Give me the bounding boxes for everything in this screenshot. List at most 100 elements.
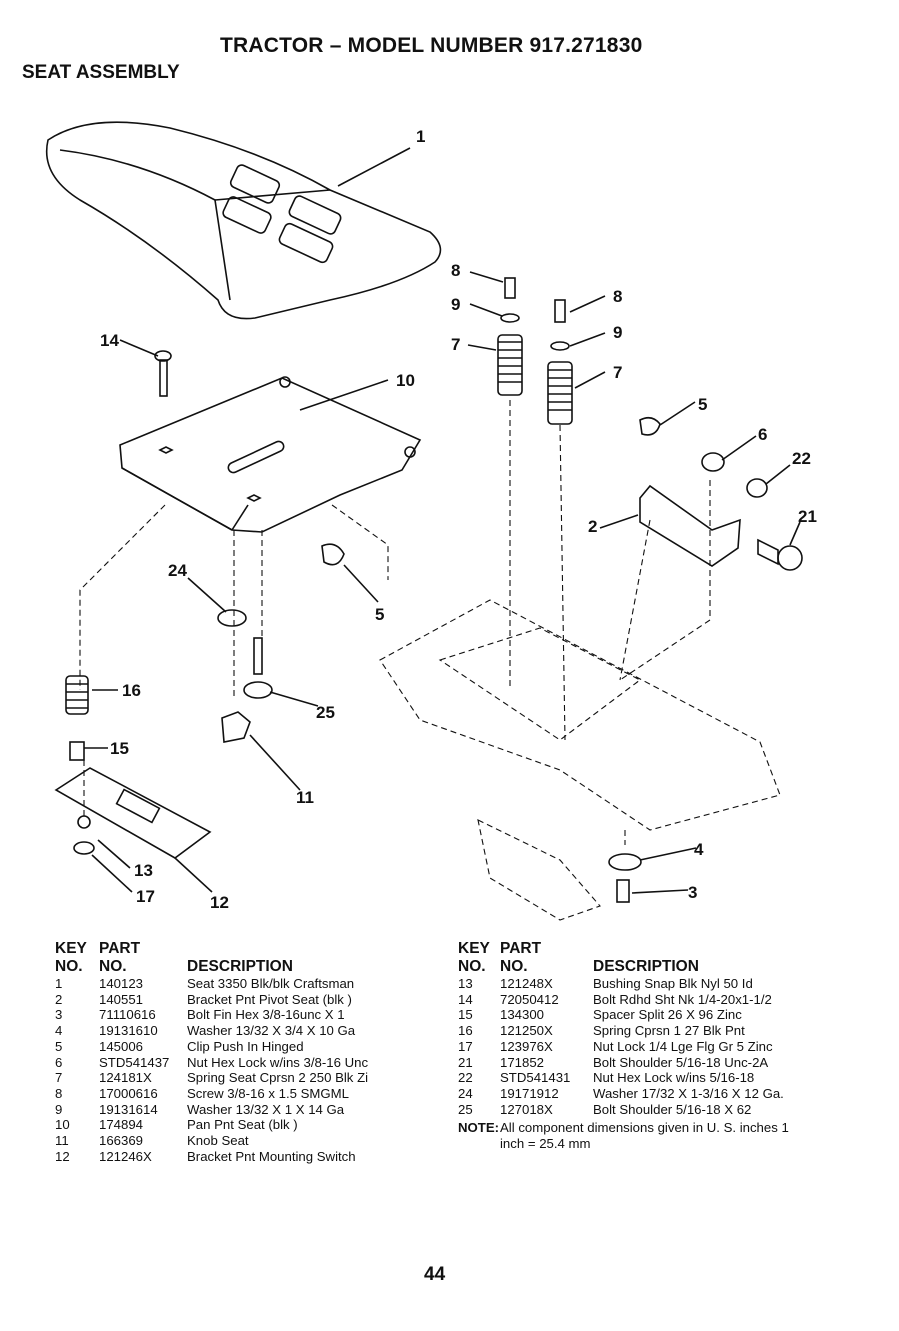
part-number: 121248X [500, 976, 553, 991]
key-number: 9 [55, 1101, 63, 1117]
callout-labels: 1 14 10 8 9 7 8 9 7 5 6 22 21 2 24 5 16 … [100, 127, 817, 912]
column-header: PART [99, 940, 141, 957]
part-description: Bolt Shoulder 5/16-18 X 62 [593, 1101, 752, 1117]
callout-label: 9 [613, 323, 622, 342]
part-description: Knob Seat [187, 1133, 249, 1149]
washer-bolt-drawing [608, 853, 642, 903]
part-description: Spring Cprsn 1 27 Blk Pnt [593, 1023, 745, 1039]
part-number: 140551 [99, 991, 144, 1007]
washer-bolt-knob-drawing [217, 609, 273, 743]
part-number: 171852 [500, 1054, 545, 1070]
callout-label: 15 [110, 739, 129, 758]
seat-drawing [46, 121, 442, 320]
pivot-bracket-drawing [639, 416, 803, 571]
part-number: 19131614 [99, 1101, 158, 1117]
part-description: Screw 3/8-16 x 1.5 SMGML [187, 1085, 349, 1101]
part-description: Bushing Snap Blk Nyl 50 Id [593, 976, 753, 991]
part-description: Pan Pnt Seat (blk ) [187, 1117, 298, 1133]
key-number: 14 [458, 991, 473, 1007]
frame-phantom-lines [79, 400, 781, 921]
key-number: 3 [55, 1007, 63, 1023]
key-number: 25 [458, 1101, 473, 1117]
part-description: Bolt Shoulder 5/16-18 Unc-2A [593, 1054, 769, 1070]
key-number: 21 [458, 1054, 473, 1070]
key-number: 2 [55, 991, 63, 1007]
key-number: 24 [458, 1085, 473, 1101]
callout-label: 25 [316, 703, 335, 722]
callout-label: 16 [122, 681, 141, 700]
part-number: 166369 [99, 1133, 144, 1149]
part-description: Clip Push In Hinged [187, 1038, 304, 1054]
table-row: 6 STD541437 Nut Hex Lock w/ins 3/8-16 Unc [55, 1055, 415, 1071]
part-number: 17000616 [99, 1085, 158, 1101]
column-header: DESCRIPTION [593, 958, 699, 975]
callout-label: 21 [798, 507, 817, 526]
exploded-parts-diagram: 1 14 10 8 9 7 8 9 7 5 6 22 21 2 24 5 16 … [46, 121, 817, 921]
part-number: 134300 [500, 1007, 545, 1023]
table-row: 4 19131610 Washer 13/32 X 3/4 X 10 Ga [55, 1023, 415, 1039]
table-row: 21 171852 Bolt Shoulder 5/16-18 Unc-2A [458, 1055, 878, 1071]
part-description: Washer 13/32 X 1 X 14 Ga [187, 1101, 345, 1117]
part-number: 124181X [99, 1070, 152, 1086]
part-description: Bolt Rdhd Sht Nk 1/4-20x1-1/2 [593, 991, 772, 1007]
key-number: 1 [55, 976, 63, 991]
part-number: STD541431 [500, 1070, 571, 1086]
seat-pan-drawing [119, 376, 422, 533]
key-number: 4 [55, 1023, 63, 1039]
callout-label: 17 [136, 887, 155, 906]
key-number: 22 [458, 1070, 473, 1086]
part-description: Washer 17/32 X 1-3/16 X 12 Ga. [593, 1085, 784, 1101]
callout-label: 6 [758, 425, 767, 444]
page-number: 44 [424, 1264, 446, 1285]
part-description: Bracket Pnt Mounting Switch [187, 1148, 356, 1164]
table-row: 16 121250X Spring Cprsn 1 27 Blk Pnt [458, 1023, 878, 1039]
part-description: Washer 13/32 X 3/4 X 10 Ga [187, 1023, 356, 1039]
key-number: 8 [55, 1085, 63, 1101]
part-number: 71110616 [99, 1007, 156, 1023]
callout-label: 4 [694, 840, 704, 859]
key-number: 6 [55, 1054, 63, 1070]
callout-label: 5 [375, 605, 384, 624]
table-row: 8 17000616 Screw 3/8-16 x 1.5 SMGML [55, 1086, 415, 1102]
part-number: 19131610 [99, 1023, 158, 1039]
key-number: 16 [458, 1023, 473, 1039]
section-title: SEAT ASSEMBLY [22, 62, 180, 83]
callout-label: 14 [100, 331, 119, 350]
part-number: 121250X [500, 1023, 553, 1039]
clip-drawing [321, 543, 345, 566]
callout-label: 7 [613, 363, 622, 382]
part-description: Bolt Fin Hex 3/8-16unc X 1 [187, 1007, 345, 1023]
part-description: Nut Lock 1/4 Lge Flg Gr 5 Zinc [593, 1038, 773, 1054]
part-description: Nut Hex Lock w/ins 3/8-16 Unc [187, 1054, 369, 1070]
callout-label: 7 [451, 335, 460, 354]
callout-label: 1 [416, 127, 425, 146]
key-number: 15 [458, 1007, 473, 1023]
part-number: 121246X [99, 1148, 152, 1164]
callout-label: 10 [396, 371, 415, 390]
table-row: 14 72050412 Bolt Rdhd Sht Nk 1/4-20x1-1/2 [458, 992, 878, 1008]
callout-label: 22 [792, 449, 811, 468]
part-description: Seat 3350 Blk/blk Craftsman [187, 976, 355, 991]
callout-label: 5 [698, 395, 707, 414]
note-text: All component dimensions given in U. S. … [500, 1120, 789, 1152]
column-header: KEY [55, 940, 87, 957]
part-number: 72050412 [500, 991, 559, 1007]
key-number: 7 [55, 1070, 63, 1086]
part-number: 140123 [99, 976, 144, 991]
bolt-14-drawing [154, 350, 172, 397]
part-description: Spring Seat Cprsn 2 250 Blk Zi [187, 1070, 369, 1086]
callout-label: 2 [588, 517, 597, 536]
key-number: 12 [55, 1148, 70, 1164]
key-number: 13 [458, 976, 473, 991]
key-number: 17 [458, 1038, 473, 1054]
dimension-note: NOTE: All component dimensions given in … [458, 1120, 878, 1151]
column-header: NO. [55, 958, 83, 975]
part-number: STD541437 [99, 1054, 170, 1070]
